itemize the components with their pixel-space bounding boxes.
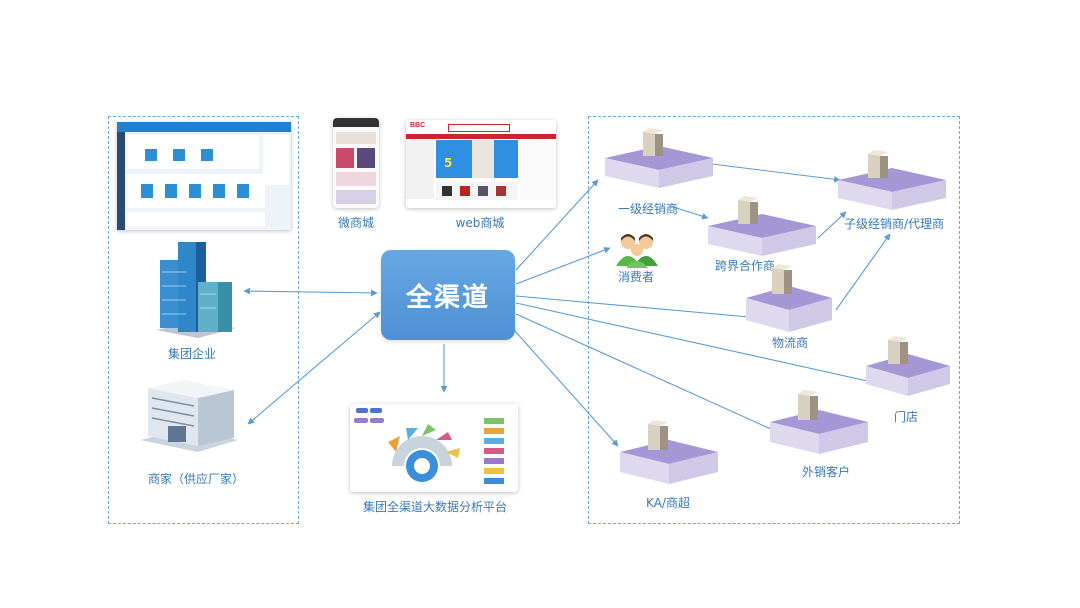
sub-dealer-tile-icon [838,150,946,210]
omnichannel-hub[interactable]: 全渠道 [381,250,515,340]
bigdata-platform-screenshot [350,404,518,492]
arrow-hub-dealer [515,179,599,271]
logistics-label: 物流商 [771,336,808,350]
arrow-logistics-sub [835,233,891,311]
arrow-cross-sub [817,211,847,239]
wechat-store-screenshot [333,118,379,208]
logistics-tile-icon [746,264,832,332]
arrow-hub-consumer [515,247,611,285]
arrow-hub-overseas [515,313,783,435]
right-group-box [588,116,960,524]
store-tile-icon [866,336,950,396]
group-enterprise-label: 集团企业 [167,347,216,361]
web-store-screenshot: BBC 5 [406,120,556,208]
web-store-label: web商城 [455,216,505,230]
cross-partner-label: 跨界合作商 [714,259,775,273]
overseas-label: 外销客户 [801,465,850,479]
group-enterprise-building-icon [150,242,240,338]
arrow-dealer-sub [711,163,841,183]
arrow-dealer-cross [669,205,709,220]
consumer-icon [614,232,660,268]
sub-dealer-label: 子级经销商/代理商 [843,217,945,231]
arrow-hub-merchant [247,311,381,425]
merchant-factory-icon [138,380,240,452]
store-label: 门店 [893,410,918,424]
wechat-store-label: 微商城 [337,216,374,230]
merchant-label: 商家（供应厂家） [147,472,244,486]
ka-tile-icon [620,420,718,484]
overseas-tile-icon [770,390,868,454]
consumer-label: 消费者 [617,270,654,284]
arrow-hub-group [243,287,378,297]
dealer-l1-label: 一级经销商 [617,202,678,216]
arrow-hub-ka [513,329,619,447]
arrow-hub-store [515,302,873,384]
bigdata-platform-label: 集团全渠道大数据分析平台 [362,500,507,514]
web-store-logo: BBC [410,122,426,129]
dashboard-screenshot [117,122,291,230]
ka-label: KA/商超 [646,496,690,510]
cross-partner-tile-icon [708,196,816,256]
arrow-hub-logistics [515,295,761,321]
dealer-l1-tile-icon [605,128,713,188]
